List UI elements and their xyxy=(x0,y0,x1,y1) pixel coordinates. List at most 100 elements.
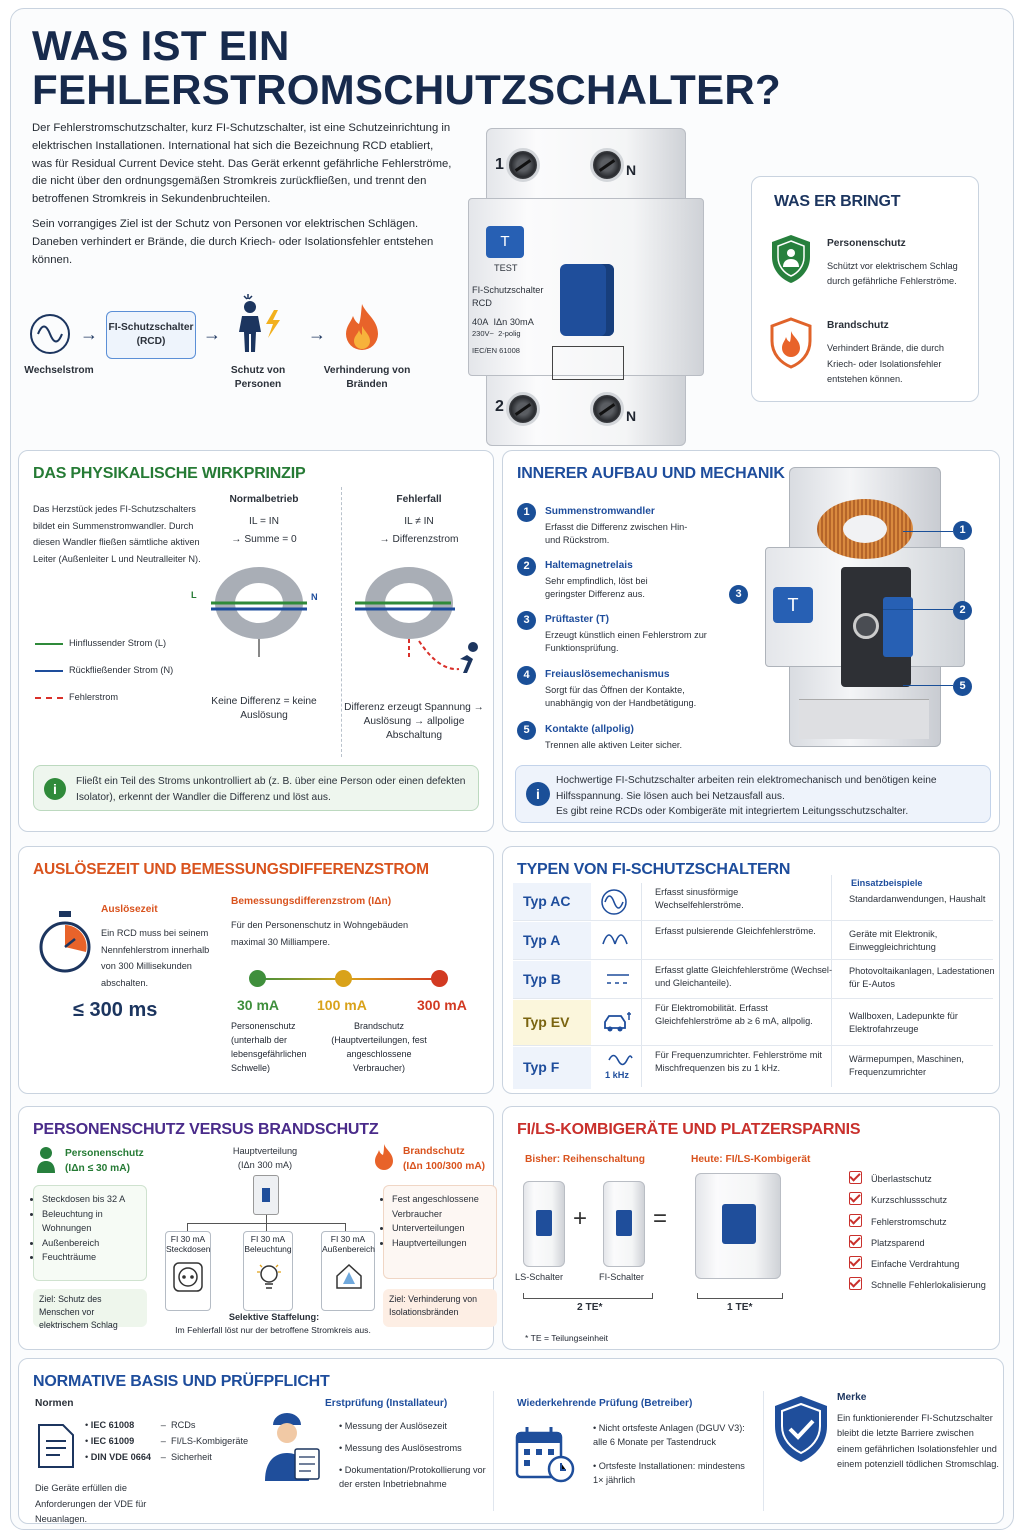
list-item: Beleuchtung in Wohnungen xyxy=(42,1207,144,1236)
sub-breaker-label: Beleuchtung xyxy=(244,1244,292,1254)
recurring-test-list: • Nicht ortsfeste Anlagen (DGUV V3): all… xyxy=(593,1421,753,1487)
info-icon: i xyxy=(526,782,550,806)
check-item: Kurzschlussschutz xyxy=(849,1190,986,1211)
normal-equation: IL = IN xyxy=(249,516,279,527)
benefit-title: Personenschutz xyxy=(827,238,906,249)
types-column-header: Einsatzbeispiele xyxy=(851,878,923,888)
callout-line xyxy=(903,685,953,686)
type-row: Typ A Erfasst pulsierende Gleichfehlerst… xyxy=(513,922,993,960)
list-item: Fest angeschlossene Verbraucher xyxy=(392,1192,494,1221)
person-heading: Personenschutz xyxy=(65,1148,144,1159)
list-item: • Nicht ortsfeste Anlagen (DGUV V3): all… xyxy=(593,1423,745,1447)
check-label: Überlastschutz xyxy=(871,1174,932,1184)
intro-paragraph-2: Sein vorrangiges Ziel ist der Schutz von… xyxy=(32,217,434,266)
item-number: 4 xyxy=(517,666,536,685)
principle-info: Fließt ein Teil des Stroms unkontrollier… xyxy=(76,776,466,803)
check-label: Schnelle Fehlerlokalisierung xyxy=(871,1280,986,1291)
person-list: Steckdosen bis 32 A Beleuchtung in Wohnu… xyxy=(34,1186,146,1265)
device-label: FI-Schutzschalter RCD 40A IΔn 30mA 230V~… xyxy=(472,284,562,358)
level-value: 300 mA xyxy=(417,997,467,1013)
fire-subheading: (IΔn 100/300 mA) xyxy=(403,1161,486,1172)
combo-breaker-icon xyxy=(695,1173,781,1279)
list-item: Unterverteilungen xyxy=(392,1221,494,1236)
device-schematic-icon xyxy=(552,346,624,380)
mech-item-title: Haltemagnetrelais xyxy=(545,560,633,571)
level-caption: Brandschutz (Hauptverteilungen, fest ang… xyxy=(331,1021,427,1073)
plus-sign: + xyxy=(573,1205,588,1232)
legend-line-l xyxy=(35,643,63,645)
mech-item-title: Freiauslösemechanismus xyxy=(545,669,670,680)
type-row: Typ EV Für Elektromobilität. Erfasst Gle… xyxy=(513,1000,993,1046)
norm-item: • IEC 61009– FI/LS-Kombigeräte xyxy=(85,1433,248,1449)
page-title: WAS IST EIN FEHLERSTROMSCHUTZSCHALTER? xyxy=(32,22,781,113)
socket-icon xyxy=(173,1262,203,1292)
divider xyxy=(763,1391,764,1511)
tree-line xyxy=(266,1215,267,1223)
benefit-text: Schützt vor elektrischem Schlag durch ge… xyxy=(827,261,958,286)
timing-title: AUSLÖSEZEIT UND BEMESSUNGSDIFFERENZSTROM xyxy=(33,861,429,878)
type-desc: Für Frequenzumrichter. Fehlerströme mit … xyxy=(655,1050,822,1073)
te-now: 1 TE* xyxy=(727,1302,753,1313)
principle-info-box: i Fließt ein Teil des Stroms unkontrolli… xyxy=(33,765,479,811)
norms-card: NORMATIVE BASIS UND PRÜFPFLICHT Normen •… xyxy=(18,1358,1004,1524)
khz-label: 1 kHz xyxy=(605,1070,630,1080)
sub-breaker-rating: FI 30 mA xyxy=(250,1234,286,1244)
toroid-normal-icon xyxy=(189,559,329,664)
check-item: Überlastschutz xyxy=(849,1169,986,1190)
norm-code: IEC 61009 xyxy=(90,1436,135,1446)
type-name: Typ A xyxy=(513,922,591,959)
type-row: Typ AC Erfasst sinusförmige Wechselfehle… xyxy=(513,883,993,921)
breaker-icon xyxy=(253,1175,279,1215)
ac-icon xyxy=(30,314,70,354)
recurring-test-heading: Wiederkehrende Prüfung (Betreiber) xyxy=(517,1398,693,1409)
ls-breaker-icon xyxy=(523,1181,565,1267)
sine-icon xyxy=(599,889,629,920)
timing-text: Ein RCD muss bei seinem Nennfehlerstrom … xyxy=(101,928,210,988)
bracket xyxy=(697,1293,783,1299)
list-item: Feuchträume xyxy=(42,1250,144,1265)
benefit-title: Brandschutz xyxy=(827,320,889,331)
rcd-device-illustration: 1 N 2 N T TEST FI-Schutzschalter RCD 40A… xyxy=(466,118,706,448)
item-number: 1 xyxy=(517,503,536,522)
te-footnote: * TE = Teilungseinheit xyxy=(525,1333,609,1343)
level-value: 100 mA xyxy=(317,997,367,1013)
fire-icon xyxy=(340,302,384,359)
combo-card: FI/LS-KOMBIGERÄTE UND PLATZERSPARNIS Bis… xyxy=(502,1106,1000,1350)
check-icon xyxy=(849,1213,862,1227)
intro-text: Der Fehlerstromschutzschalter, kurz FI-S… xyxy=(32,120,452,276)
fi-breaker-icon xyxy=(603,1181,645,1267)
norm-desc: FI/LS-Kombigeräte xyxy=(171,1436,249,1446)
check-item: Schnelle Fehlerlokalisierung xyxy=(849,1275,986,1296)
list-item-text: Dokumentation/Protokollierung vor der er… xyxy=(339,1465,486,1489)
main-distribution: Hauptverteilung xyxy=(232,1146,298,1156)
outdoor-house-icon xyxy=(336,1263,362,1289)
flow-rcd-box: FI-Schutzschalter (RCD) xyxy=(106,311,196,359)
benefit-text: Verhindert Brände, die durch Kriech- ode… xyxy=(827,343,944,384)
fire-icon xyxy=(373,1143,395,1176)
item-number: 3 xyxy=(517,611,536,630)
benefits-card: WAS ER BRINGT Personenschutz Schützt vor… xyxy=(751,176,979,402)
calendar-icon xyxy=(515,1425,577,1490)
callout-number: 3 xyxy=(729,585,748,604)
fire-heading: Brandschutz xyxy=(403,1146,465,1157)
shield-check-icon xyxy=(769,1393,833,1470)
flow-box-line1: FI-Schutzschalter xyxy=(108,322,194,333)
flow-box-line2: (RCD) xyxy=(136,336,166,347)
divider xyxy=(493,1391,494,1511)
fire-goal: Ziel: Verhinderung von Isolationsbränden xyxy=(383,1289,497,1327)
ev-car-icon xyxy=(601,1010,635,1041)
list-item: Hauptverteilungen xyxy=(392,1236,494,1251)
rated-heading: Bemessungsdifferenzstrom (IΔn) xyxy=(231,896,392,907)
device-terminal-n-bottom: N xyxy=(626,408,637,424)
ls-label: LS-Schalter xyxy=(515,1272,564,1282)
device-label-line: 2-polig xyxy=(498,329,521,339)
norms-text: Die Geräte erfüllen die Anforderungen de… xyxy=(35,1483,147,1524)
type-use: Standardanwendungen, Haushalt xyxy=(849,894,986,904)
person-shield-icon xyxy=(35,1145,57,1180)
device-terminal-1: 1 xyxy=(495,156,504,173)
check-icon xyxy=(849,1171,862,1184)
mech-item-title: Summenstromwandler xyxy=(545,506,655,517)
legend-line-n xyxy=(35,670,63,672)
list-item-text: Nicht ortsfeste Anlagen (DGUV V3): alle … xyxy=(593,1423,745,1447)
mech-item-title: Prüftaster (T) xyxy=(545,614,609,625)
